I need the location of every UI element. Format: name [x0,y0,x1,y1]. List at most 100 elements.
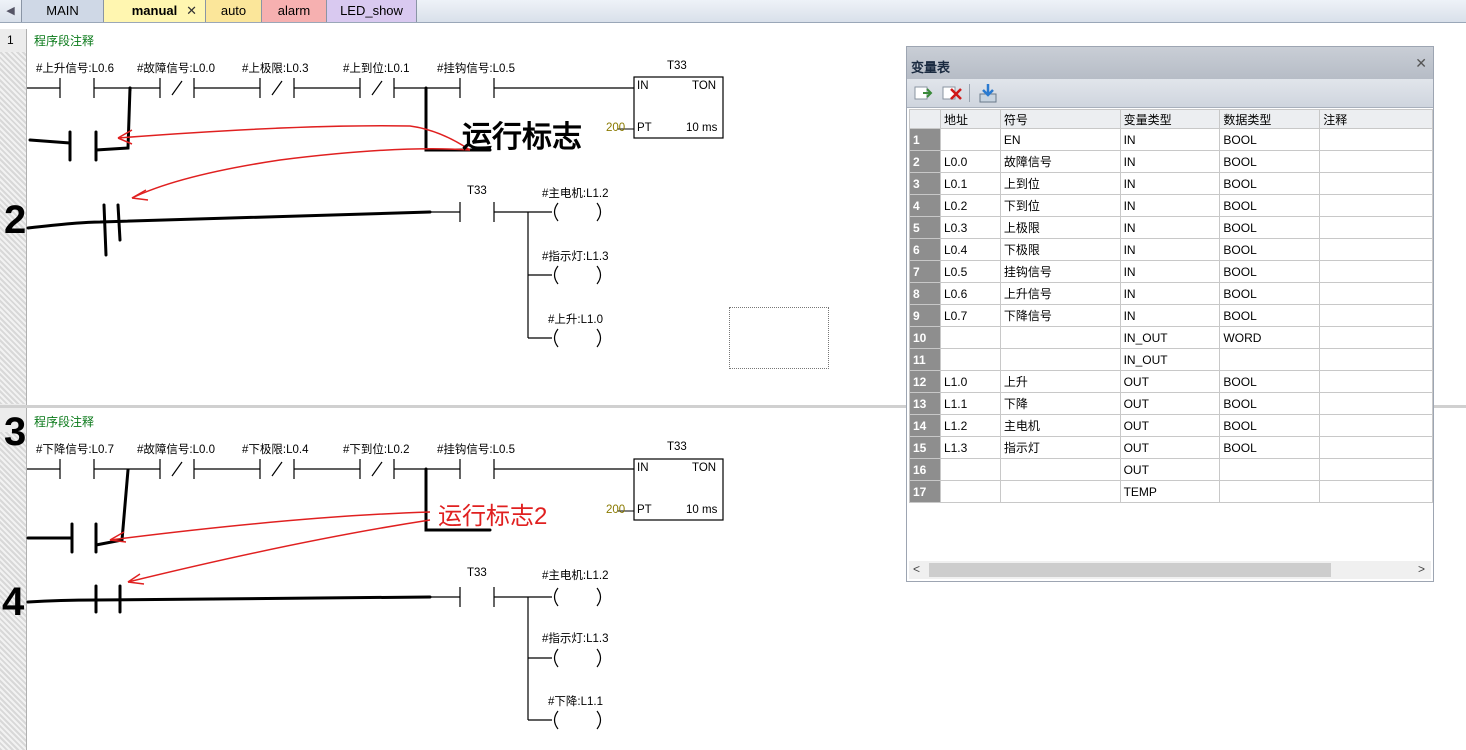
table-cell[interactable]: BOOL [1219,128,1321,151]
coil-label[interactable]: #主电机:L1.2 [542,570,609,582]
tab-manual[interactable]: manual✕ [104,0,206,22]
table-cell[interactable]: IN [1119,172,1221,195]
row-number[interactable]: 15 [909,436,941,459]
table-cell[interactable]: 指示灯 [999,436,1121,459]
contact-label[interactable]: #上升信号:L0.6 [36,63,114,75]
table-cell[interactable] [939,348,1001,371]
table-cell[interactable]: IN [1119,304,1221,327]
row-number[interactable]: 10 [909,326,941,349]
table-cell[interactable]: BOOL [1219,414,1321,437]
table-cell[interactable] [999,458,1121,481]
coil-label[interactable]: #上升:L1.0 [548,314,603,326]
table-cell[interactable]: 上升信号 [999,282,1121,305]
table-cell[interactable]: IN [1119,216,1221,239]
network-comment[interactable]: 程序段注释 [34,415,95,429]
table-cell[interactable]: L0.3 [939,216,1001,239]
table-cell[interactable] [1319,172,1433,195]
table-cell[interactable]: L1.0 [939,370,1001,393]
table-cell[interactable]: BOOL [1219,392,1321,415]
table-cell[interactable] [1319,260,1433,283]
table-cell[interactable]: 上极限 [999,216,1121,239]
table-cell[interactable]: OUT [1119,370,1221,393]
table-cell[interactable] [999,348,1121,371]
timer-name[interactable]: T33 [667,441,687,453]
column-header[interactable]: 变量类型 [1119,109,1221,129]
table-cell[interactable] [1319,480,1433,503]
scrollbar-thumb[interactable] [929,563,1331,577]
contact-label[interactable]: #下到位:L0.2 [343,444,410,456]
table-cell[interactable] [1319,392,1433,415]
table-cell[interactable] [1319,348,1433,371]
table-cell[interactable]: IN [1119,238,1221,261]
coil-label[interactable]: #下降:L1.1 [548,696,603,708]
row-number[interactable]: 2 [909,150,941,173]
table-cell[interactable] [999,480,1121,503]
contact-label[interactable]: #下降信号:L0.7 [36,444,114,456]
table-cell[interactable]: L0.7 [939,304,1001,327]
contact-label[interactable]: #下极限:L0.4 [242,444,309,456]
scroll-left-icon[interactable]: ◀ [0,0,22,22]
timer-pt-value[interactable]: 200 [606,122,626,134]
table-cell[interactable] [1219,480,1321,503]
scroll-left-icon[interactable]: < [913,562,921,576]
column-header[interactable]: 注释 [1319,109,1433,129]
table-cell[interactable]: EN [999,128,1121,151]
table-cell[interactable] [1319,304,1433,327]
table-cell[interactable]: OUT [1119,436,1221,459]
contact-label[interactable]: T33 [467,185,487,197]
row-number[interactable]: 14 [909,414,941,437]
tab-auto[interactable]: auto [206,0,262,22]
row-number[interactable]: 1 [909,128,941,151]
table-cell[interactable]: L0.1 [939,172,1001,195]
row-number[interactable]: 3 [909,172,941,195]
table-cell[interactable]: L1.3 [939,436,1001,459]
table-cell[interactable] [1319,216,1433,239]
table-cell[interactable] [1319,282,1433,305]
table-cell[interactable]: 主电机 [999,414,1121,437]
table-cell[interactable]: 下极限 [999,238,1121,261]
table-cell[interactable]: BOOL [1219,436,1321,459]
row-number[interactable]: 17 [909,480,941,503]
timer-name[interactable]: T33 [667,60,687,72]
table-cell[interactable]: L0.5 [939,260,1001,283]
table-cell[interactable]: BOOL [1219,194,1321,217]
table-cell[interactable]: BOOL [1219,304,1321,327]
timer-pt-value[interactable]: 200 [606,504,626,516]
column-header[interactable]: 数据类型 [1219,109,1321,129]
table-cell[interactable]: OUT [1119,392,1221,415]
column-header[interactable] [909,109,941,129]
download-icon[interactable] [977,82,999,104]
table-cell[interactable] [1319,326,1433,349]
contact-label[interactable]: #上极限:L0.3 [242,63,309,75]
table-cell[interactable]: L0.2 [939,194,1001,217]
tab-led-show[interactable]: LED_show [327,0,417,22]
table-cell[interactable] [1219,458,1321,481]
table-cell[interactable]: L1.1 [939,392,1001,415]
horizontal-scrollbar[interactable]: < > [909,561,1431,579]
table-cell[interactable] [1319,128,1433,151]
row-number[interactable]: 4 [909,194,941,217]
contact-label[interactable]: #故障信号:L0.0 [137,444,215,456]
tab-alarm[interactable]: alarm [262,0,327,22]
table-cell[interactable]: 下降 [999,392,1121,415]
coil-label[interactable]: #主电机:L1.2 [542,188,609,200]
table-cell[interactable]: OUT [1119,458,1221,481]
close-icon[interactable]: ✕ [186,3,197,18]
table-cell[interactable]: IN [1119,260,1221,283]
table-cell[interactable]: 下降信号 [999,304,1121,327]
table-cell[interactable]: L0.0 [939,150,1001,173]
table-cell[interactable] [1319,458,1433,481]
contact-label[interactable]: #挂钩信号:L0.5 [437,63,515,75]
table-cell[interactable] [1319,194,1433,217]
